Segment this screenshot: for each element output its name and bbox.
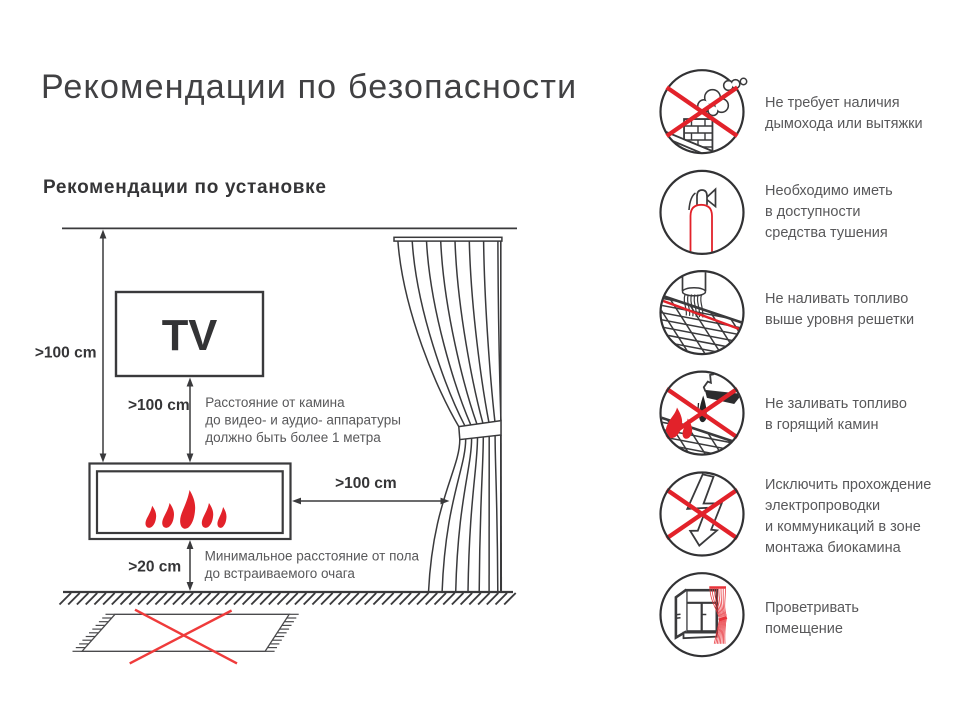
- svg-text:>20 cm: >20 cm: [128, 559, 181, 576]
- svg-text:TV: TV: [162, 312, 218, 360]
- svg-text:>100 cm: >100 cm: [128, 397, 190, 414]
- svg-text:>100 cm: >100 cm: [335, 475, 397, 492]
- svg-text:>100 cm: >100 cm: [35, 345, 97, 362]
